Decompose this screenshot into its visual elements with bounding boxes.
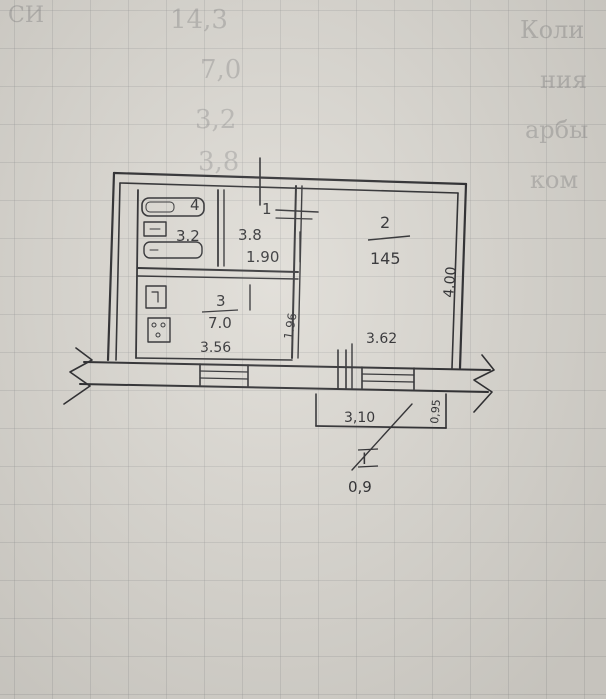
- room-2-fraction-bar: [367, 235, 411, 241]
- stove-icon: [147, 317, 171, 343]
- kitchen-sink-icon: [145, 285, 167, 309]
- balcony-labels: 3,10 0,95 I 0,9: [344, 399, 443, 496]
- outer-walls: [106, 171, 468, 370]
- room-3-area: 7.0: [208, 314, 232, 332]
- room-4-area: 3.2: [176, 227, 200, 245]
- sink-icon: [143, 221, 167, 237]
- room-3-height: 1.96: [281, 312, 299, 341]
- balcony-depth: 0,95: [428, 399, 443, 425]
- room-2-labels: 2 145 3.62 4.00: [366, 213, 460, 347]
- ghost-top-left: СИ: [8, 3, 44, 28]
- balcony-area: 0,9: [348, 478, 372, 496]
- balcony-number: I: [362, 449, 367, 468]
- ghost-right-2: ния: [540, 66, 587, 94]
- ghost-number-1: 14,3: [170, 5, 228, 35]
- room-2-length: 3.62: [366, 331, 397, 347]
- room-3-number: 3: [216, 292, 226, 310]
- interior-partitions: [135, 185, 303, 361]
- ghost-right-4: ком: [530, 166, 578, 194]
- balcony-outline: [315, 393, 447, 471]
- balcony-label-underline: [357, 465, 379, 468]
- room-3-fraction-bar: [201, 309, 239, 313]
- ghost-number-4: 3,8: [198, 147, 239, 177]
- room-2-height: 4.00: [441, 266, 460, 298]
- room-3-labels: 3 7.0 3.56 1.96: [200, 292, 300, 356]
- wall-tick-marks: [249, 157, 319, 311]
- room-3-length: 3.56: [200, 340, 231, 356]
- room-1-number: 1: [262, 200, 272, 218]
- bathtub-icon: [141, 197, 205, 217]
- balcony-label-overline: [357, 448, 379, 451]
- balcony-length: 3,10: [344, 410, 375, 426]
- ghost-number-3: 3,2: [195, 105, 236, 135]
- ghost-right-1: Коли: [520, 16, 584, 44]
- room-2-number: 2: [380, 213, 390, 232]
- ghost-number-2: 7,0: [200, 55, 241, 85]
- bleed-through-text: СИ 14,3 7,0 3,2 3,8 Коли ния арбы ком: [8, 3, 588, 194]
- balcony-door: [337, 343, 353, 389]
- window-room-3: [199, 363, 249, 387]
- room-4-number: 4: [190, 196, 200, 214]
- facade-wall: [63, 347, 495, 413]
- room-2-area: 145: [370, 249, 401, 268]
- toilet-icon: [143, 241, 203, 259]
- room-4-labels: 4 3.2: [176, 196, 200, 245]
- window-room-2: [361, 366, 415, 390]
- ghost-right-3: арбы: [525, 116, 588, 144]
- room-1-labels: 1 3.8 1.90: [238, 200, 279, 266]
- room-1-area: 3.8: [238, 226, 262, 244]
- room-1-width: 1.90: [246, 248, 279, 266]
